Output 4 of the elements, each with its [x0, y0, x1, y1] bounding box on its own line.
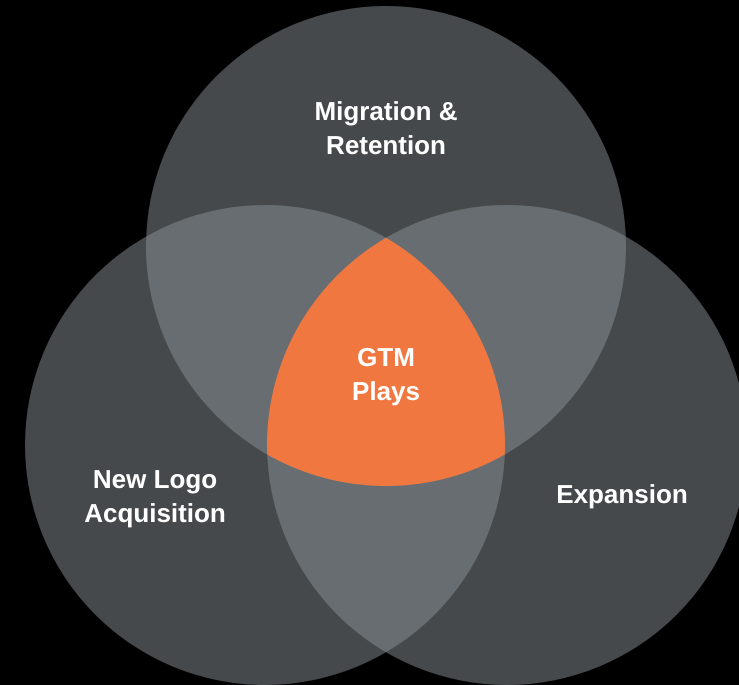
center-label: GTM Plays	[351, 341, 421, 408]
circle-label: Expansion	[555, 478, 689, 511]
circle-label: New Logo Acquisition	[83, 463, 227, 530]
circle-label: Migration & Retention	[314, 95, 458, 162]
